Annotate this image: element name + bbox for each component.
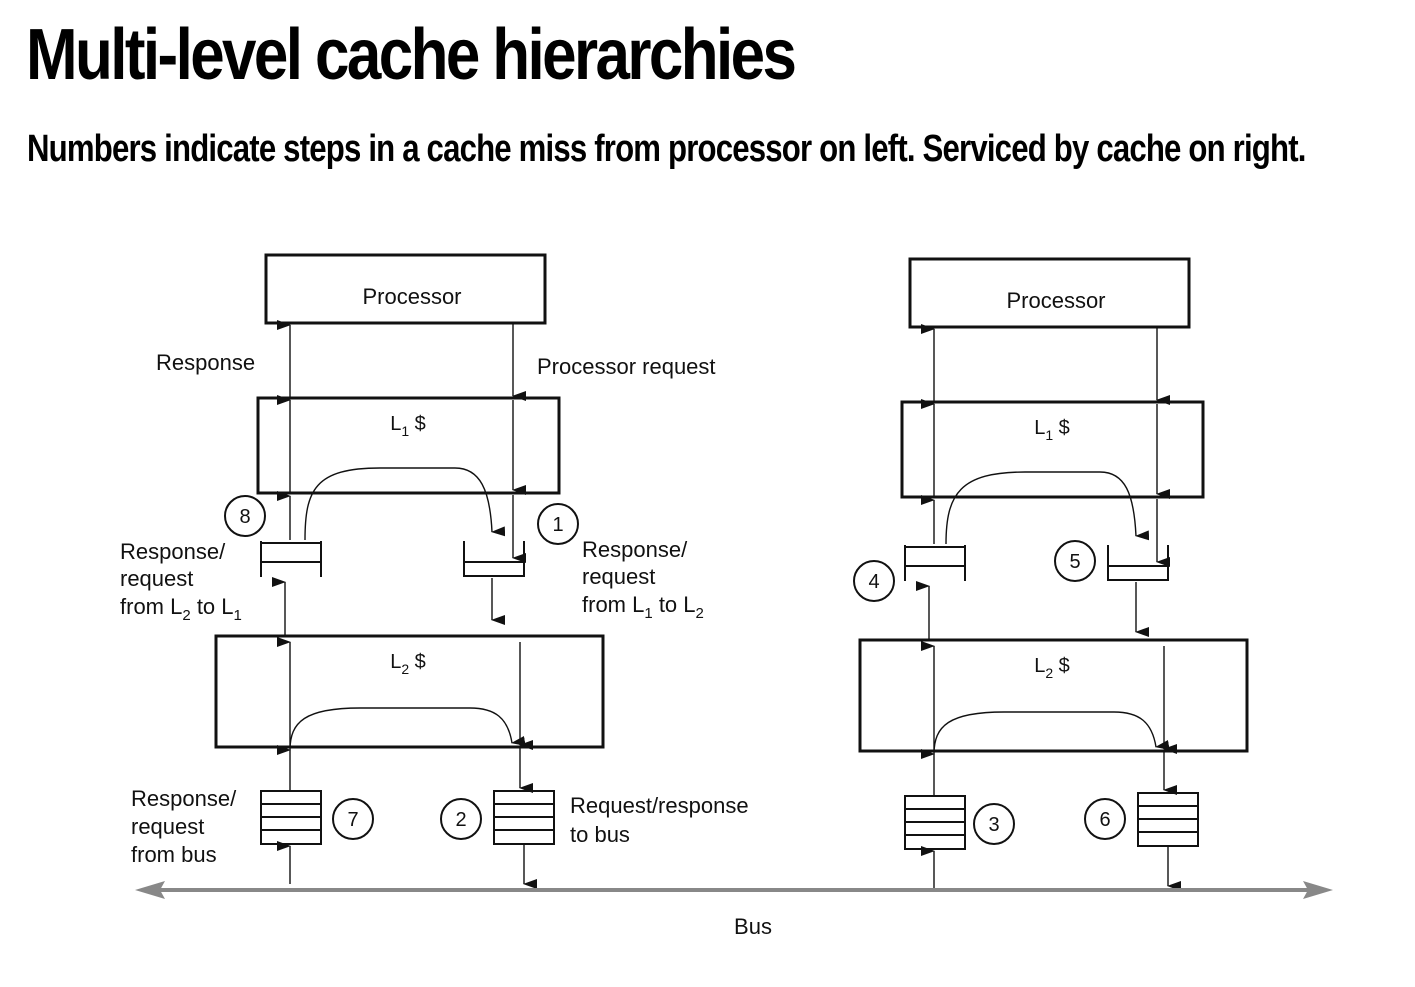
left-l2-cache-box: [214, 634, 605, 749]
right-l2-label: L2 $: [1034, 655, 1070, 681]
step-1: 1: [537, 503, 579, 545]
left-l1-to-l2-label-line3: from L1 to L2: [582, 592, 704, 622]
bus: Bus: [135, 881, 1333, 939]
left-from-bus-label: Response/ request from bus: [131, 786, 242, 867]
right-l2-cache-box: [858, 638, 1249, 753]
step-4: 4: [853, 560, 895, 602]
svg-text:4: 4: [868, 571, 879, 593]
right-queue-l1-to-l2: [1107, 545, 1169, 581]
slide-title: Multi-level cache hierarchies: [26, 15, 797, 95]
slide-subtitle: Numbers indicate steps in a cache miss f…: [27, 128, 1306, 170]
right-l1-cache-box: [900, 400, 1205, 499]
right-processor-label: Processor: [1006, 288, 1105, 313]
left-l1-label: L1 $: [390, 413, 426, 439]
svg-text:3: 3: [988, 814, 999, 836]
left-l2-forward-arc: [289, 707, 526, 751]
left-bus-out-queue: [493, 790, 555, 845]
bus-label: Bus: [734, 914, 772, 939]
step-8: 8: [224, 495, 266, 537]
right-l1-forward-arc: [945, 471, 1150, 545]
right-l2-forward-arc: [933, 711, 1170, 755]
step-5: 5: [1054, 540, 1096, 582]
right-bus-out-queue: [1137, 792, 1199, 847]
svg-text:7: 7: [347, 809, 358, 831]
svg-text:5: 5: [1069, 551, 1080, 573]
left-l2-to-l1-label: Response/ request: [120, 539, 231, 591]
left-queue-l1-to-l2: [463, 541, 525, 577]
left-hierarchy: Processor L1 $ L2 $ Response Processor r…: [120, 253, 755, 889]
left-processor-request-label: Processor request: [537, 354, 716, 379]
left-processor-label: Processor: [362, 284, 461, 309]
step-6: 6: [1084, 798, 1126, 840]
right-hierarchy: Processor L1 $ L2 $: [853, 257, 1249, 891]
left-l2-label: L2 $: [390, 651, 426, 677]
left-l1-to-l2-label: Response/ request: [582, 537, 693, 589]
left-to-bus-label: Request/response to bus: [570, 793, 755, 847]
svg-text:8: 8: [239, 506, 250, 528]
right-l1-label: L1 $: [1034, 417, 1070, 443]
bus-left-arrowhead: [135, 881, 165, 899]
bus-right-arrowhead: [1303, 881, 1333, 899]
left-bus-in-queue: [260, 790, 322, 845]
left-l2-to-l1-label-line3: from L2 to L1: [120, 594, 242, 624]
left-l1-forward-arc: [304, 467, 506, 541]
right-processor-box: [908, 257, 1191, 329]
left-l1-cache-box: [256, 396, 561, 495]
svg-text:6: 6: [1099, 809, 1110, 831]
svg-text:2: 2: [455, 809, 466, 831]
svg-text:1: 1: [552, 514, 563, 536]
step-2: 2: [440, 798, 482, 840]
right-bus-in-queue: [904, 795, 966, 850]
right-queue-l2-to-l1: [904, 545, 966, 581]
left-response-label: Response: [156, 350, 255, 375]
step-3: 3: [973, 803, 1015, 845]
left-queue-l2-to-l1: [260, 541, 322, 577]
left-processor-box: [264, 253, 547, 325]
step-7: 7: [332, 798, 374, 840]
